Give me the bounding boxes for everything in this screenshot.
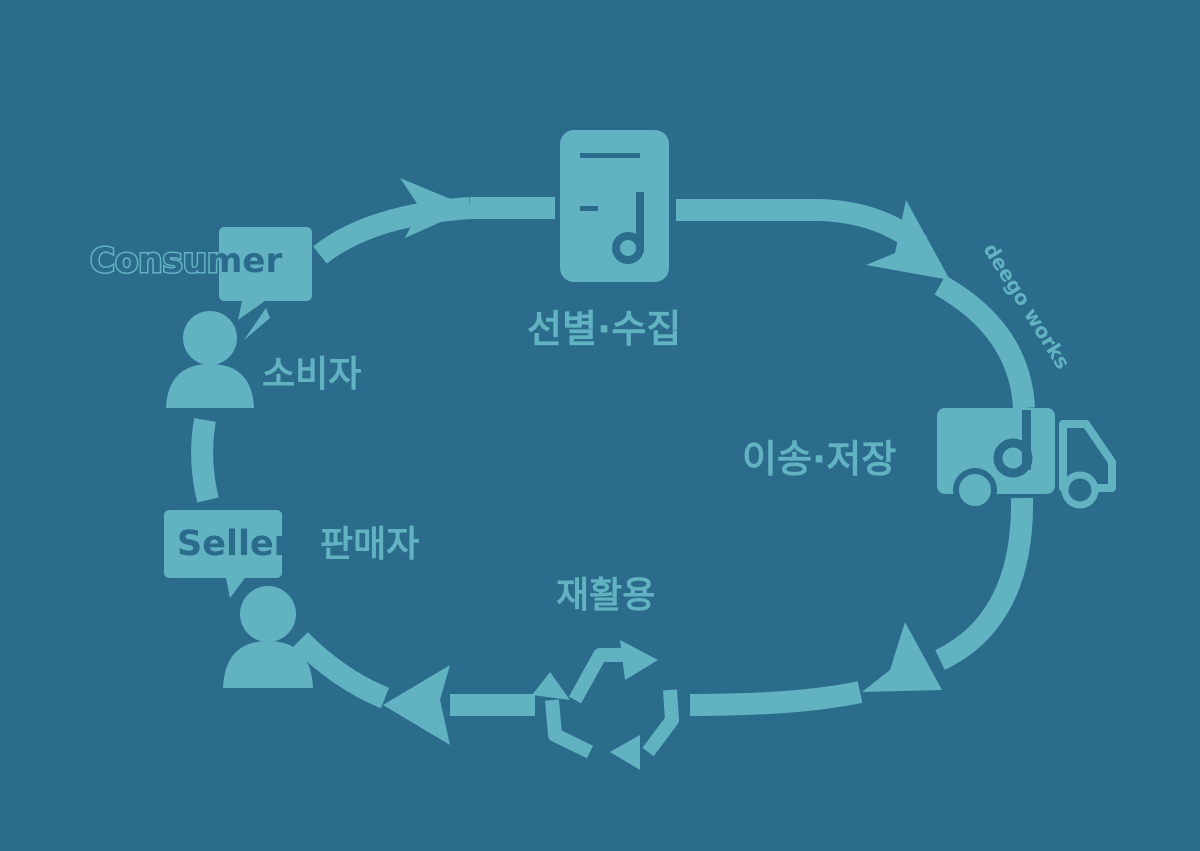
stage-collect-label: 선별·수집	[527, 307, 682, 351]
arrowheads	[383, 178, 950, 745]
arrow-icon	[862, 622, 942, 692]
server-icon	[560, 130, 669, 282]
cycle-path	[191, 197, 1035, 716]
consumer-group	[166, 227, 312, 408]
arrow-icon	[383, 665, 450, 745]
path-left-vertical	[191, 418, 219, 503]
seller-label-en: Seller	[177, 524, 291, 564]
person-icon	[166, 311, 254, 408]
person-icon	[223, 586, 313, 688]
path-right-upper	[934, 275, 1035, 409]
recycle-icon	[532, 640, 679, 770]
path-bottom-right	[689, 681, 863, 716]
path-top-right	[676, 199, 927, 254]
consumer-label-ko: 소비자	[262, 354, 362, 395]
speech-bubble-icon	[164, 510, 282, 598]
stage-recycle-label: 재활용	[556, 575, 656, 616]
speech-bubble-icon	[219, 227, 312, 320]
seller-label-ko: 판매자	[320, 524, 420, 565]
truck-icon	[937, 408, 1116, 512]
path-seller-tail	[292, 632, 390, 709]
arrow-icon	[866, 200, 950, 280]
stage-transport-label: 이송·저장	[742, 437, 897, 481]
seller-group	[164, 510, 313, 688]
arrow-icon	[400, 178, 472, 238]
consumer-label-en: Consumer	[88, 241, 283, 281]
path-right-lower	[935, 497, 1034, 670]
